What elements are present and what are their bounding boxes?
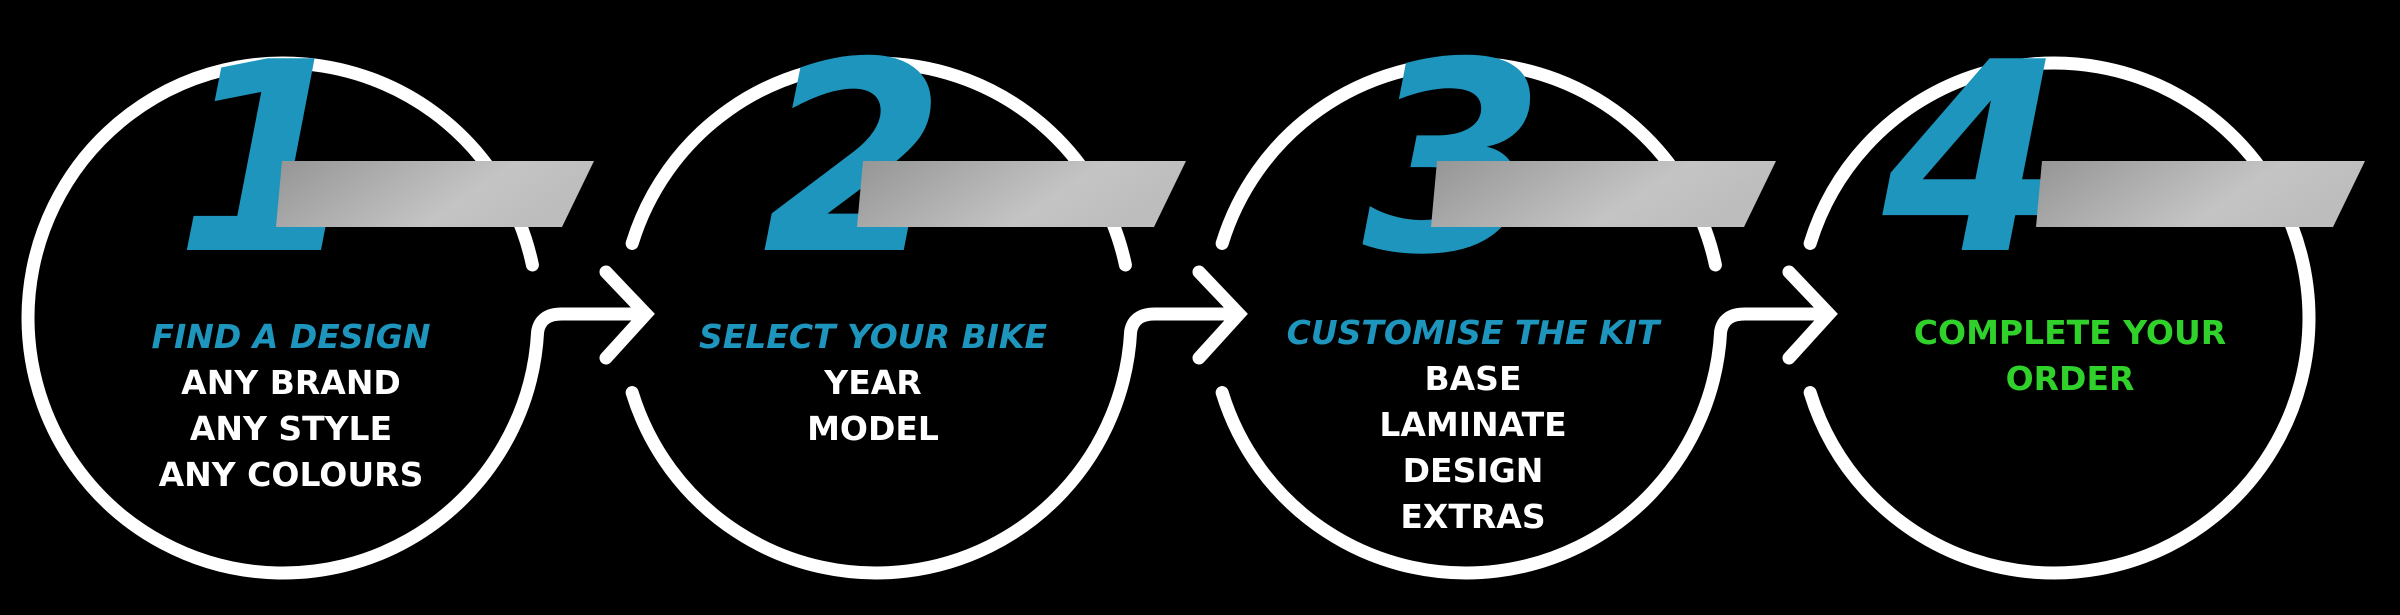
step-line: ANY STYLE: [190, 409, 392, 448]
step-number: 3: [1363, 7, 1546, 313]
step-number: 2: [763, 7, 946, 313]
step-title: CUSTOMISE THE KIT: [1287, 313, 1662, 352]
step-title: SELECT YOUR BIKE: [699, 317, 1048, 356]
arrow-right-icon: [599, 265, 655, 365]
arrow-right-icon: [1192, 265, 1248, 365]
step-line: ANY BRAND: [181, 363, 401, 402]
step-line: EXTRAS: [1400, 497, 1545, 536]
step-line: MODEL: [807, 409, 939, 448]
step-ring-4: [1803, 56, 2316, 580]
step-line: YEAR: [823, 363, 921, 402]
step-title: FIND A DESIGN: [151, 317, 430, 356]
step-bar: [1431, 161, 1776, 227]
step-bar: [276, 161, 594, 227]
step-bar: [857, 161, 1186, 227]
step-number: 4: [1878, 7, 2065, 313]
step-line: ANY COLOURS: [159, 455, 424, 494]
step-title: COMPLETE YOUR: [1914, 313, 2226, 352]
step-ring-1: [21, 56, 645, 580]
step-bar: [2036, 161, 2365, 227]
step-line: DESIGN: [1403, 451, 1544, 490]
step-line: BASE: [1424, 359, 1521, 398]
step-number: 1: [176, 7, 359, 313]
step-line: ORDER: [2006, 359, 2135, 398]
arrow-right-icon: [1782, 265, 1838, 365]
step-line: LAMINATE: [1379, 405, 1566, 444]
